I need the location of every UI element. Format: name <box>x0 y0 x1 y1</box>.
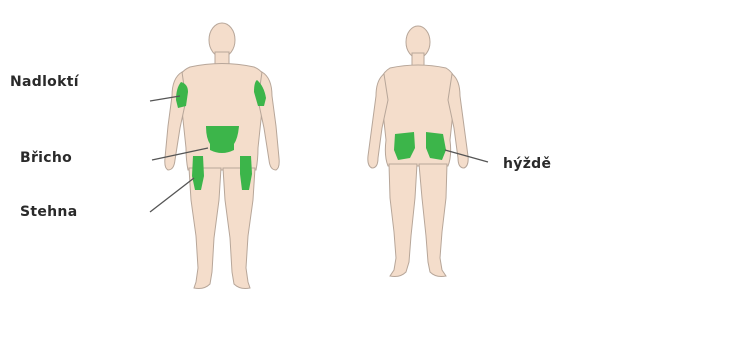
back-left-leg <box>389 164 417 277</box>
label-thighs: Stehna <box>20 204 77 220</box>
back-right-leg <box>419 164 447 277</box>
back-body-figure <box>368 26 468 277</box>
label-abdomen: Břicho <box>20 150 72 166</box>
front-left-leg <box>189 168 221 289</box>
front-body-figure <box>165 23 279 289</box>
label-buttocks: hýždě <box>503 156 551 172</box>
leader-line-thigh <box>150 178 194 212</box>
front-right-leg <box>223 168 255 289</box>
label-upper-arm: Nadloktí <box>10 74 79 90</box>
front-torso <box>177 64 267 171</box>
